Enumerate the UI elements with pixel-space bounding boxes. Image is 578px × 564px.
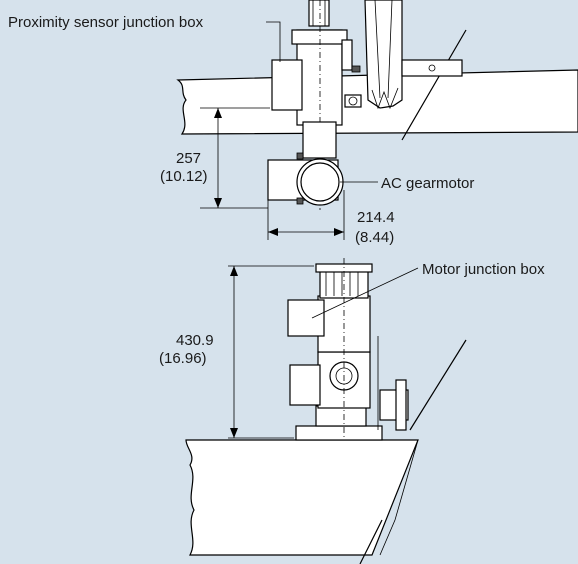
dim-top-height-arrows: [214, 108, 222, 208]
bottom-bracket-post: [395, 379, 407, 431]
leader-proximity: [266, 21, 281, 62]
dim-top-height-in: (10.12): [160, 168, 208, 185]
proximity-junction-box: [271, 59, 303, 111]
bottom-assembly: [185, 258, 467, 564]
top-frame-bracket: [364, 0, 403, 109]
bottom-base: [185, 439, 419, 556]
dim-top-width-mm: 214.4: [357, 209, 395, 226]
top-assembly: [176, 0, 578, 240]
top-housing-cap: [291, 29, 348, 45]
bottom-diagonal: [409, 339, 467, 431]
top-frame-diagonal: [401, 29, 467, 141]
bottom-side-box: [289, 364, 321, 406]
bottom-base-plate: [295, 425, 383, 441]
dim-top-width-line: [267, 190, 345, 240]
top-side-nut: [344, 94, 362, 108]
dim-top-width-in: (8.44): [355, 229, 394, 246]
dim-bottom-height-line: [228, 265, 314, 439]
top-shaft: [302, 121, 337, 159]
motor-junction-box: [287, 299, 325, 337]
top-post: [308, 0, 330, 27]
leader-motor-box: [311, 267, 419, 319]
dim-top-height-mm: 257: [176, 150, 201, 167]
dim-top-height-line: [200, 107, 270, 209]
label-motor-junction-box: Motor junction box: [422, 261, 545, 278]
top-rail: [401, 59, 463, 77]
dim-bottom-height-in: (16.96): [159, 350, 207, 367]
bottom-pedestal: [315, 405, 367, 427]
top-side-block: [341, 39, 353, 71]
dim-bottom-height-mm: 430.9: [176, 332, 214, 349]
label-proximity-sensor-junction-box: Proximity sensor junction box: [8, 14, 204, 31]
label-ac-gearmotor: AC gearmotor: [381, 175, 474, 192]
